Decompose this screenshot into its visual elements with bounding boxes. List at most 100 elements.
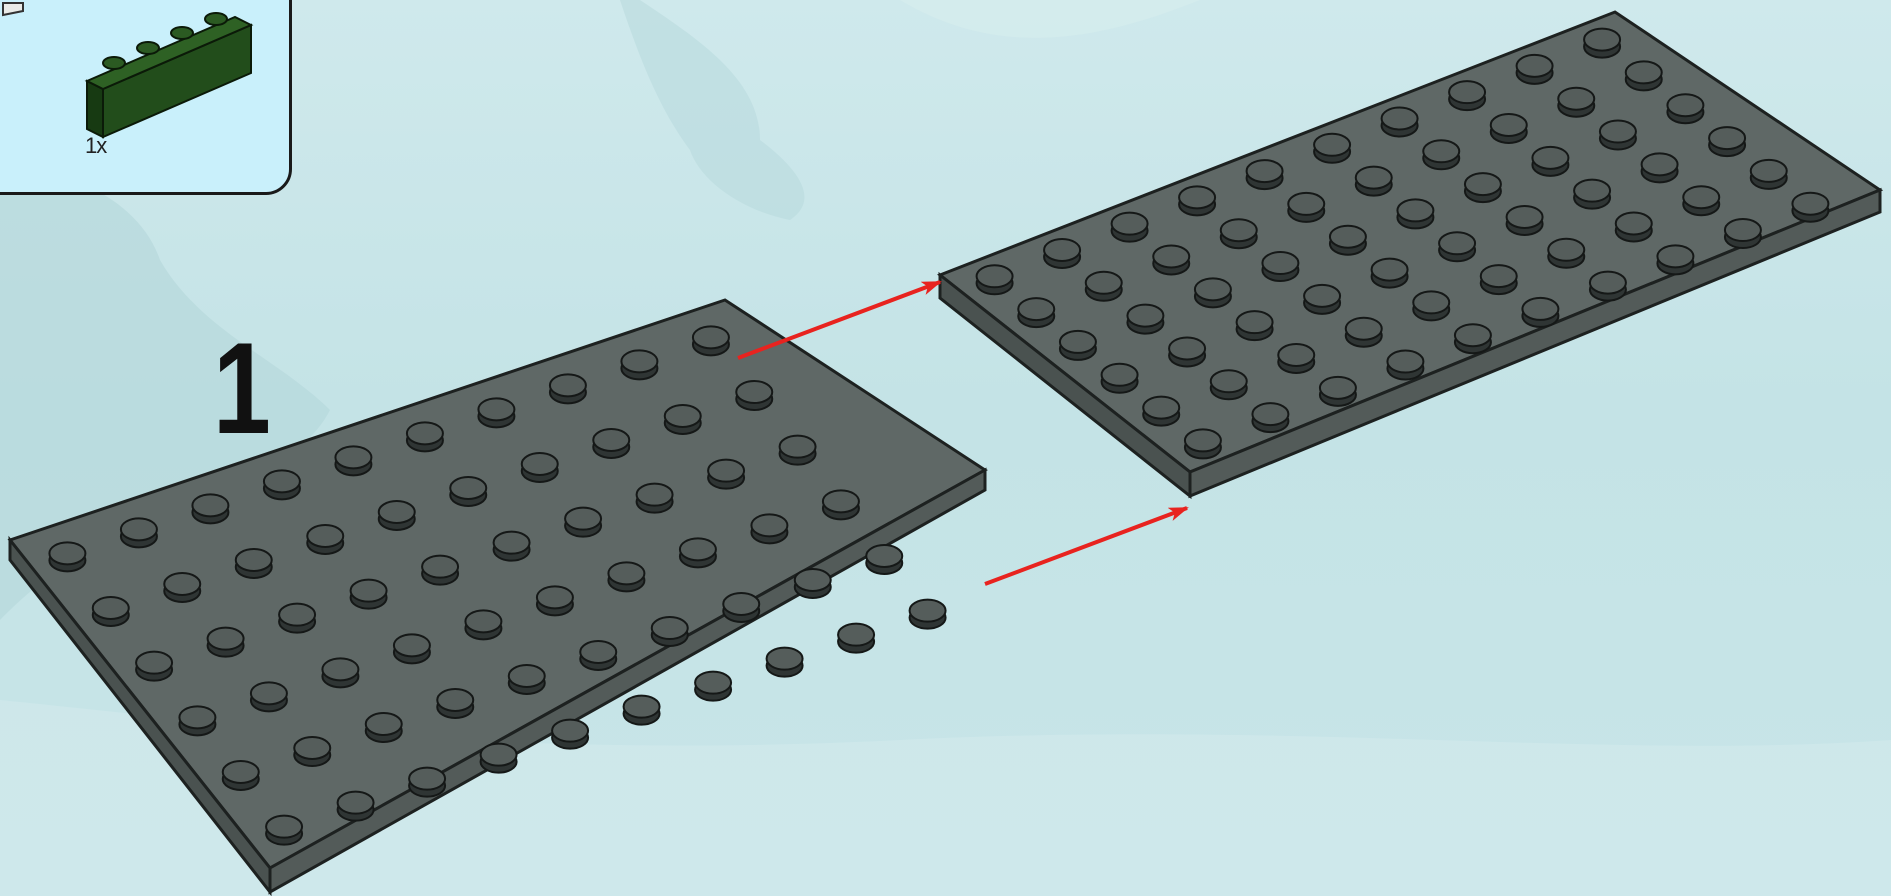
plate-stud	[93, 597, 129, 619]
plate-stud	[1449, 81, 1485, 103]
plate-stud	[624, 696, 660, 718]
plate-stud	[910, 600, 946, 622]
plate-stud	[1169, 337, 1205, 359]
plate-stud	[1657, 245, 1693, 267]
plate-stud	[695, 672, 731, 694]
plate-stud	[1584, 29, 1620, 51]
plate-stud	[251, 682, 287, 704]
plate-stud	[1356, 167, 1392, 189]
plate-stud	[552, 720, 588, 742]
plate-stud	[1060, 331, 1096, 353]
plate-stud	[136, 652, 172, 674]
plate-stud	[1330, 226, 1366, 248]
plate-stud	[1112, 213, 1148, 235]
plate-stud	[208, 628, 244, 650]
right-plate	[940, 12, 1880, 496]
plate-stud	[1153, 246, 1189, 268]
plate-stud	[366, 713, 402, 735]
plate-stud	[537, 586, 573, 608]
plate-stud	[608, 562, 644, 584]
plate-stud	[409, 768, 445, 790]
plate-stud	[1018, 298, 1054, 320]
plate-stud	[223, 761, 259, 783]
plate-stud	[1709, 127, 1745, 149]
plate-stud	[279, 604, 315, 626]
plate-stud	[1751, 160, 1787, 182]
plate-stud	[1465, 173, 1501, 195]
plate-stud	[422, 556, 458, 578]
plate-stud	[1278, 344, 1314, 366]
plate-stud	[236, 549, 272, 571]
plate-stud	[723, 593, 759, 615]
plate-stud	[1102, 364, 1138, 386]
plate-stud	[1044, 239, 1080, 261]
plate-stud	[478, 398, 514, 420]
plate-stud	[1252, 403, 1288, 425]
plate-stud	[1195, 278, 1231, 300]
plate-stud	[1517, 55, 1553, 77]
plate-stud	[522, 453, 558, 475]
plate-stud	[708, 460, 744, 482]
plate-stud	[179, 706, 215, 728]
plate-stud	[1574, 180, 1610, 202]
plate-stud	[1211, 370, 1247, 392]
plate-stud	[1667, 94, 1703, 116]
plate-stud	[1413, 291, 1449, 313]
plate-stud	[637, 484, 673, 506]
plate-stud	[652, 617, 688, 639]
plate-stud	[550, 374, 586, 396]
plate-stud	[1221, 219, 1257, 241]
plate-stud	[1314, 134, 1350, 156]
plate-stud	[1548, 239, 1584, 261]
plate-stud	[307, 525, 343, 547]
plate-stud	[621, 350, 657, 372]
plate-stud	[1491, 114, 1527, 136]
plate-stud	[351, 580, 387, 602]
plate-stud	[693, 326, 729, 348]
plate-stud	[494, 532, 530, 554]
plate-stud	[1143, 397, 1179, 419]
plate-stud	[1382, 107, 1418, 129]
plate-stud	[509, 665, 545, 687]
plate-stud	[294, 737, 330, 759]
plate-stud	[680, 538, 716, 560]
plate-stud	[264, 470, 300, 492]
plate-stud	[266, 816, 302, 838]
plate-stud	[1423, 140, 1459, 162]
plate-stud	[338, 792, 374, 814]
plate-stud	[593, 429, 629, 451]
plate-stud	[1522, 298, 1558, 320]
plate-stud	[1320, 377, 1356, 399]
plate-stud	[1616, 213, 1652, 235]
plate-stud	[1086, 272, 1122, 294]
plate-stud	[1532, 147, 1568, 169]
plate-stud	[1683, 186, 1719, 208]
plate-stud	[823, 490, 859, 512]
plate-stud	[565, 508, 601, 530]
plate-stud	[1590, 272, 1626, 294]
lower-assembly-arrow	[985, 508, 1187, 584]
plate-stud	[767, 648, 803, 670]
plate-stud	[736, 381, 772, 403]
plate-stud	[751, 514, 787, 536]
plate-stud	[437, 689, 473, 711]
plate-stud	[192, 494, 228, 516]
left-plate	[10, 300, 985, 892]
plate-stud	[407, 422, 443, 444]
plate-stud	[1792, 193, 1828, 215]
plate-stud	[1387, 351, 1423, 373]
plate-stud	[838, 624, 874, 646]
plate-stud	[1247, 160, 1283, 182]
plate-stud	[1642, 153, 1678, 175]
plate-stud	[1288, 193, 1324, 215]
plate-stud	[1179, 186, 1215, 208]
plate-stud	[379, 501, 415, 523]
plate-stud	[1507, 206, 1543, 228]
plate-stud	[665, 405, 701, 427]
plate-stud	[394, 634, 430, 656]
plate-stud	[322, 658, 358, 680]
plate-stud	[1558, 88, 1594, 110]
plate-stud	[465, 610, 501, 632]
